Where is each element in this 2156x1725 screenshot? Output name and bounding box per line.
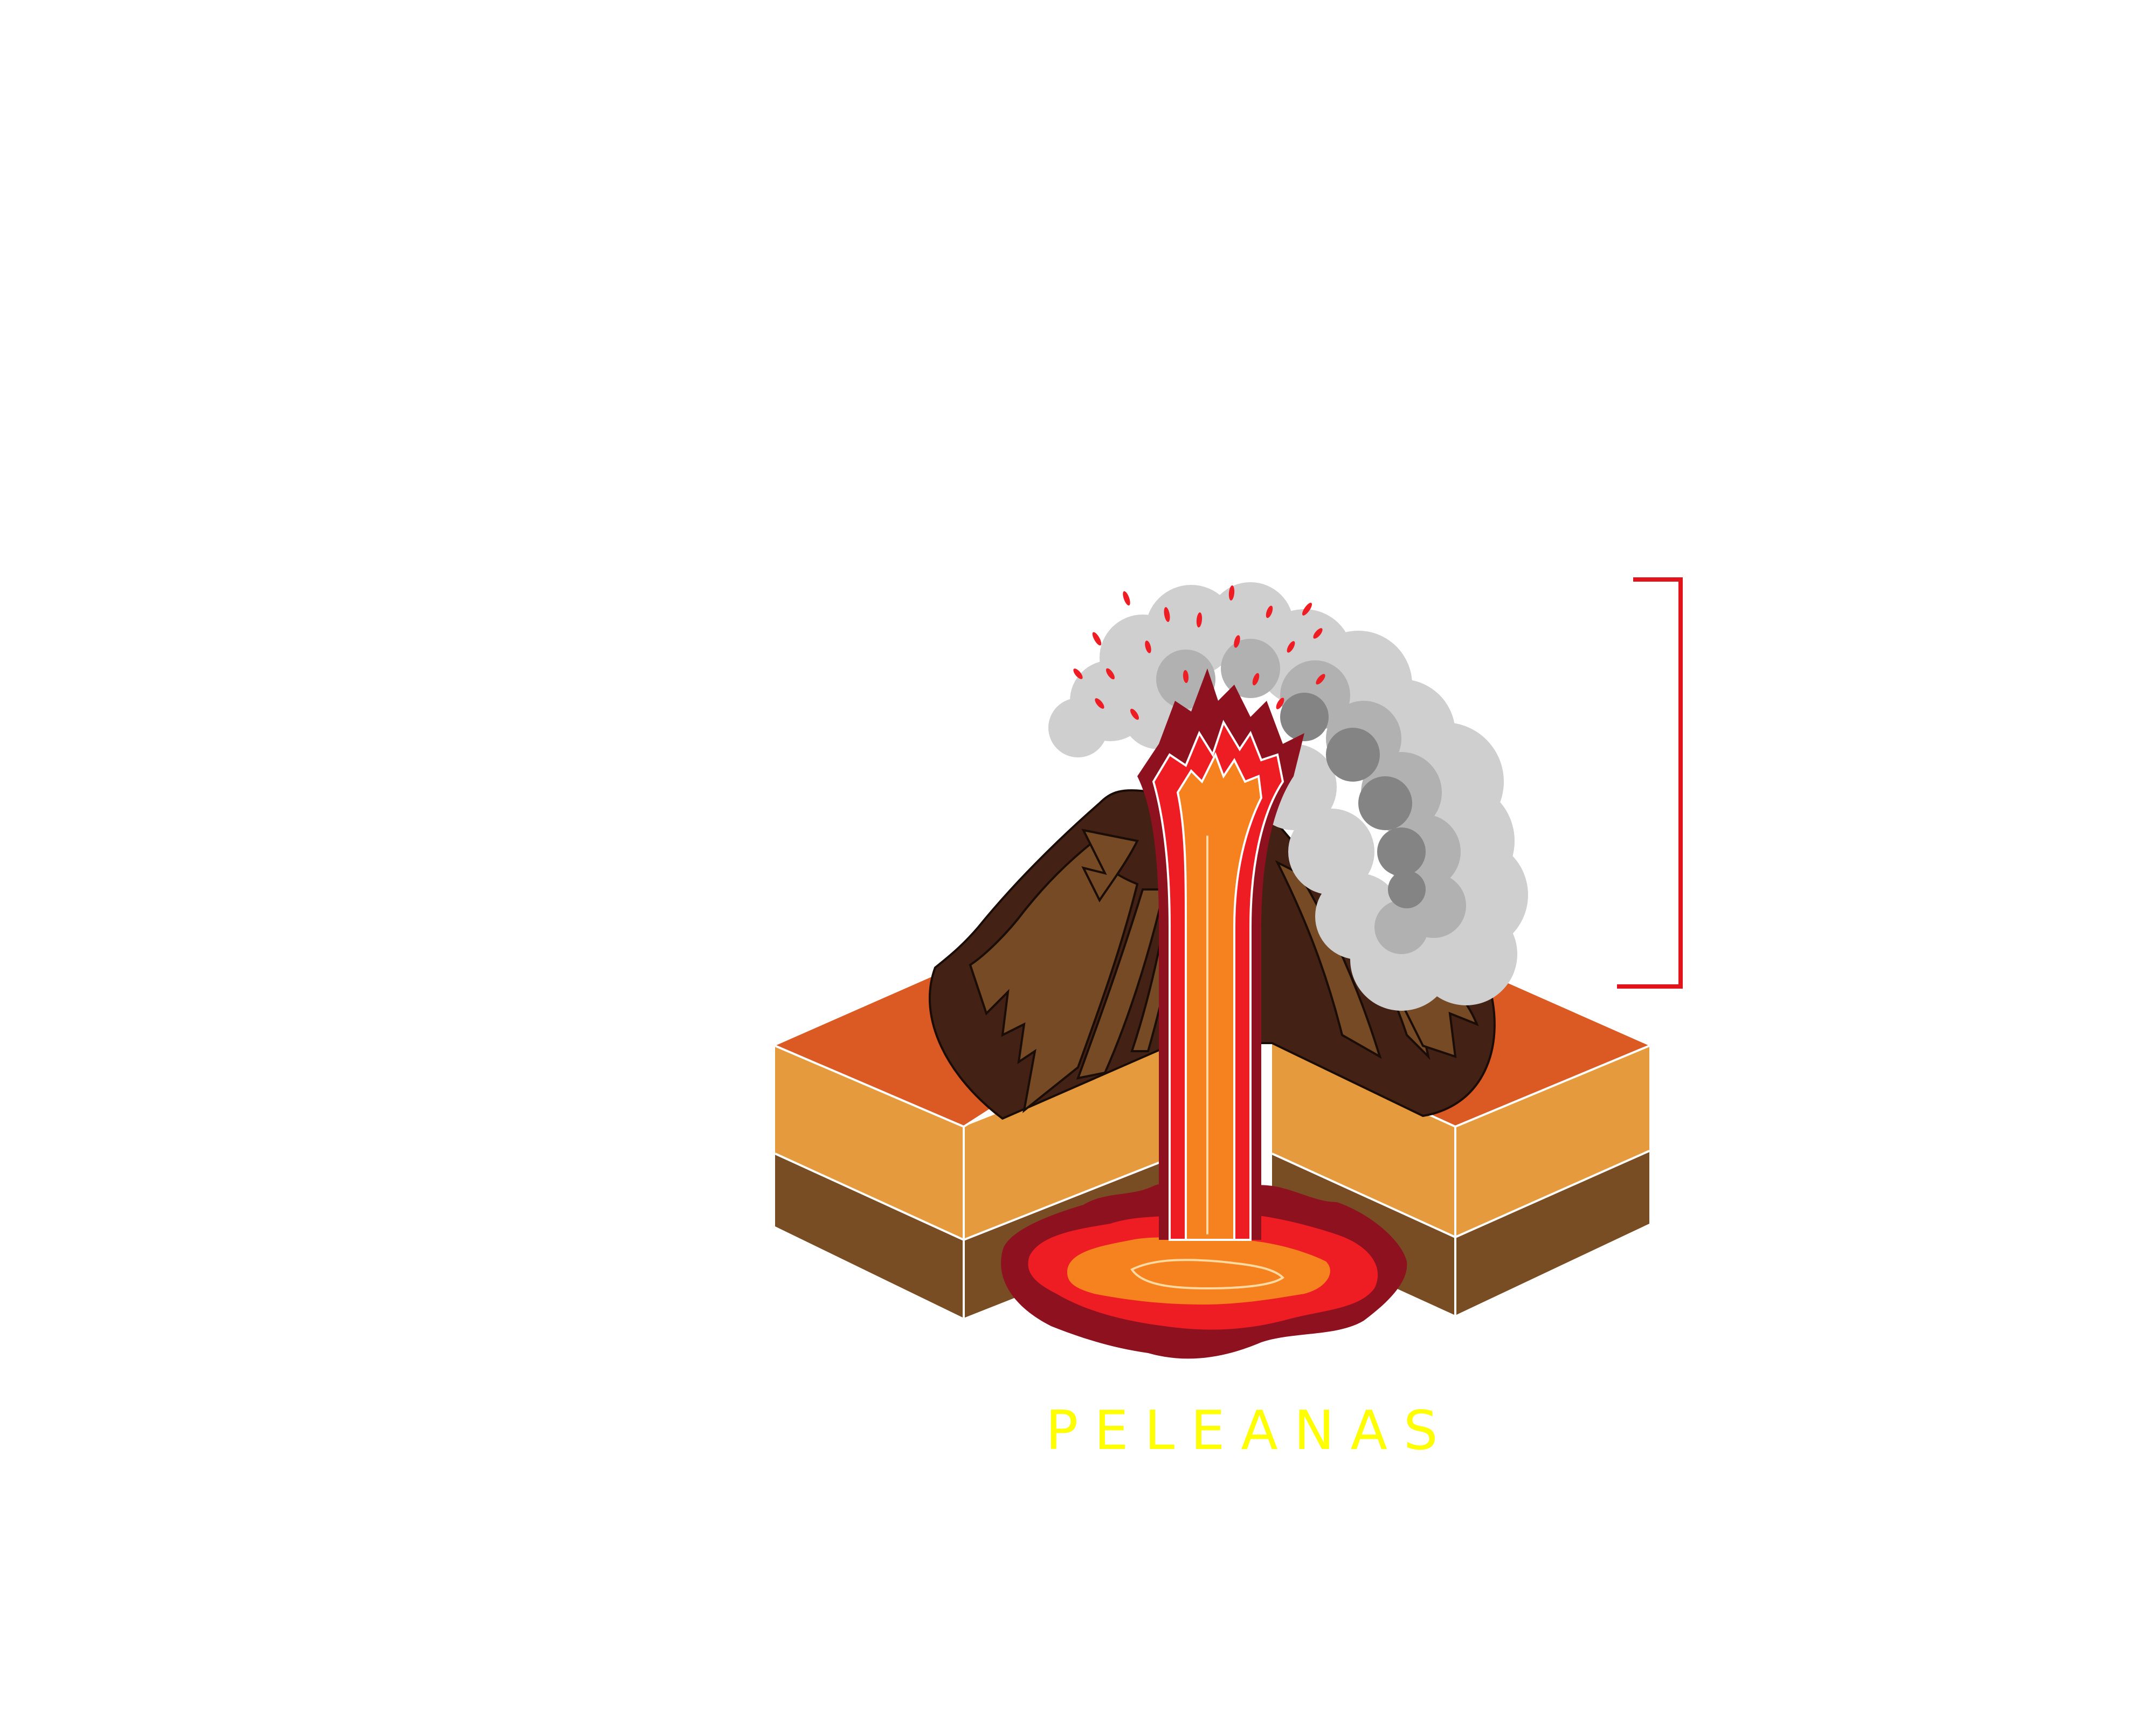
rock-layer-lower-right: [1455, 1151, 1649, 1315]
rock-layer-upper-left: [775, 1046, 964, 1240]
cone-left-light-2: [1081, 829, 1139, 902]
magma-conduit: [1137, 668, 1304, 1241]
lava-droplets: [1073, 585, 1325, 720]
smoke-inner: [1280, 693, 1426, 908]
magma-chamber: [1001, 1183, 1407, 1359]
rock-layer-lower-left: [775, 1154, 964, 1318]
volcano-type-caption: PELEANAS: [1046, 1399, 1454, 1462]
smoke-plume: [1048, 582, 1528, 1011]
cut-face-upper-right: [1272, 1043, 1455, 1237]
cone-stripe-1: [1076, 888, 1166, 1080]
height-bracket: [1617, 577, 1683, 989]
cut-face-upper-left: [964, 1043, 1175, 1240]
rock-layer-upper-right: [1455, 1046, 1649, 1237]
magma-pool-inner: [1130, 1259, 1285, 1290]
conduit-orange: [1176, 752, 1263, 1241]
